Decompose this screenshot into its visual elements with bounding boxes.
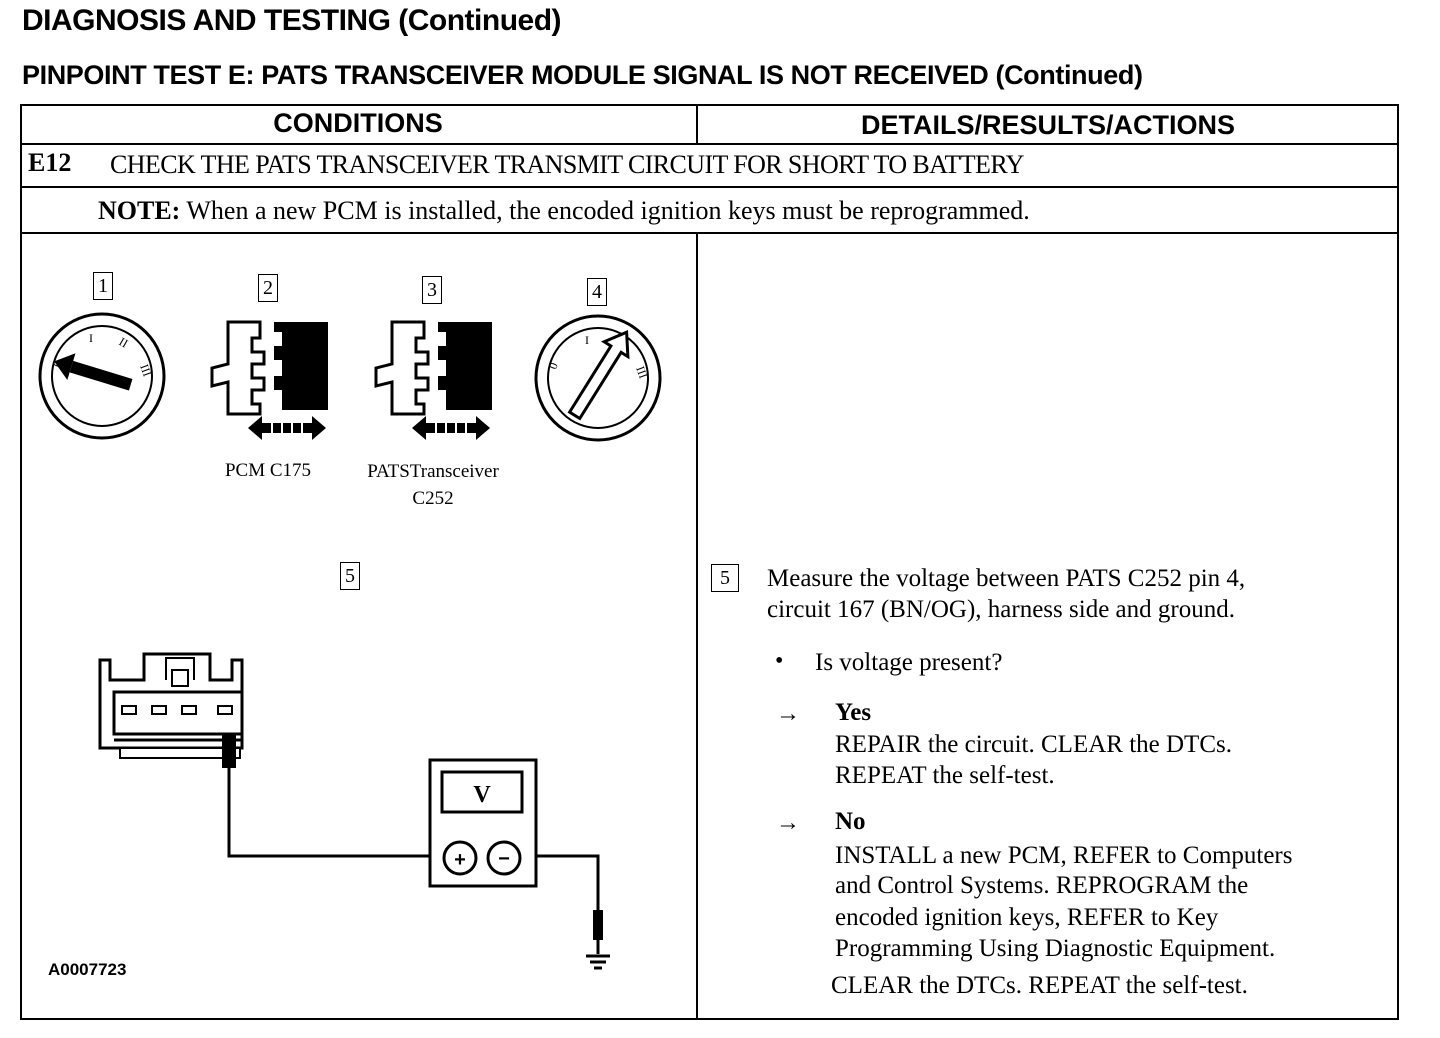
no-action-line2: and Control Systems. REPROGRAM the (835, 872, 1249, 899)
column-divider-top (696, 104, 698, 144)
pats-connector-icon (374, 320, 492, 440)
step-id: E12 (28, 148, 72, 177)
no-action-line1: INSTALL a new PCM, REFER to Computers (835, 842, 1293, 869)
step-box-5: 5 (340, 562, 360, 590)
no-action-line5: CLEAR the DTCs. REPEAT the self-test. (831, 972, 1248, 999)
measure-instruction-line2: circuit 167 (BN/OG), harness side and gr… (767, 596, 1235, 623)
step-title: CHECK THE PATS TRANSCEIVER TRANSMIT CIRC… (110, 150, 1024, 179)
detail-step-box-5: 5 (711, 564, 739, 592)
test-table (20, 104, 1399, 1020)
note-label: NOTE: (98, 196, 181, 225)
yes-action-line2: REPEAT the self-test. (835, 762, 1055, 789)
harness-connector-icon (98, 652, 244, 768)
figure-id: A0007723 (48, 960, 127, 979)
ground-symbol-icon (586, 954, 610, 970)
yes-label: Yes (835, 699, 872, 726)
switch4-mark-3: III (633, 364, 650, 380)
diagnostic-figure: 0 I II III (38, 312, 662, 970)
negative-terminal: − (498, 848, 510, 870)
positive-test-lead (227, 766, 444, 858)
question-bullet: • (775, 648, 784, 674)
step-box-2: 2 (258, 274, 278, 302)
step-box-1: 1 (93, 272, 113, 300)
page-title: DIAGNOSIS AND TESTING (Continued) (22, 4, 562, 37)
pats-connector-caption-line2: C252 (412, 488, 454, 509)
voltmeter-display: V (473, 782, 491, 808)
conditions-header: CONDITIONS (273, 108, 443, 138)
pcm-connector-caption: PCM C175 (224, 460, 312, 481)
positive-terminal: + (454, 849, 466, 871)
pcm-connector-icon (210, 320, 328, 440)
no-action-line4: Programming Using Diagnostic Equipment. (835, 935, 1276, 962)
yes-arrow-icon: → (776, 701, 800, 727)
row-divider-step (20, 186, 1399, 188)
voltmeter-icon: V + − (428, 758, 538, 888)
step-box-4: 4 (587, 278, 607, 306)
ignition-switch-run-icon: 0 I II III (534, 314, 662, 442)
ignition-switch-off-icon: 0 I II III (38, 312, 166, 440)
no-arrow-icon: → (776, 810, 800, 836)
details-header: DETAILS/RESULTS/ACTIONS (860, 110, 1235, 140)
pats-connector-caption-line1: PATSTransceiver (367, 461, 499, 482)
note: NOTE: When a new PCM is installed, the e… (98, 196, 1030, 226)
no-label: No (835, 808, 866, 835)
disconnect-arrow-icon (248, 416, 326, 440)
switch4-mark-1: I (585, 333, 589, 347)
row-divider-header (20, 143, 1399, 145)
measure-instruction-line1: Measure the voltage between PATS C252 pi… (767, 565, 1246, 592)
note-text: When a new PCM is installed, the encoded… (180, 196, 1030, 225)
no-action-line3: encoded ignition keys, REFER to Key (835, 904, 1219, 931)
negative-test-lead (522, 854, 600, 926)
yes-action-line1: REPAIR the circuit. CLEAR the DTCs. (835, 731, 1232, 758)
switch1-mark-3: III (137, 362, 154, 378)
ground-probe-icon (593, 910, 603, 940)
step-box-3: 3 (422, 276, 442, 304)
question: Is voltage present? (815, 649, 1003, 676)
disconnect-arrow-icon (412, 416, 490, 440)
column-divider-body (696, 232, 698, 1020)
pinpoint-test-title: PINPOINT TEST E: PATS TRANSCEIVER MODULE… (22, 60, 1143, 90)
switch4-mark-0: 0 (546, 361, 561, 371)
switch1-mark-1: I (89, 331, 93, 345)
row-divider-note (20, 232, 1399, 234)
